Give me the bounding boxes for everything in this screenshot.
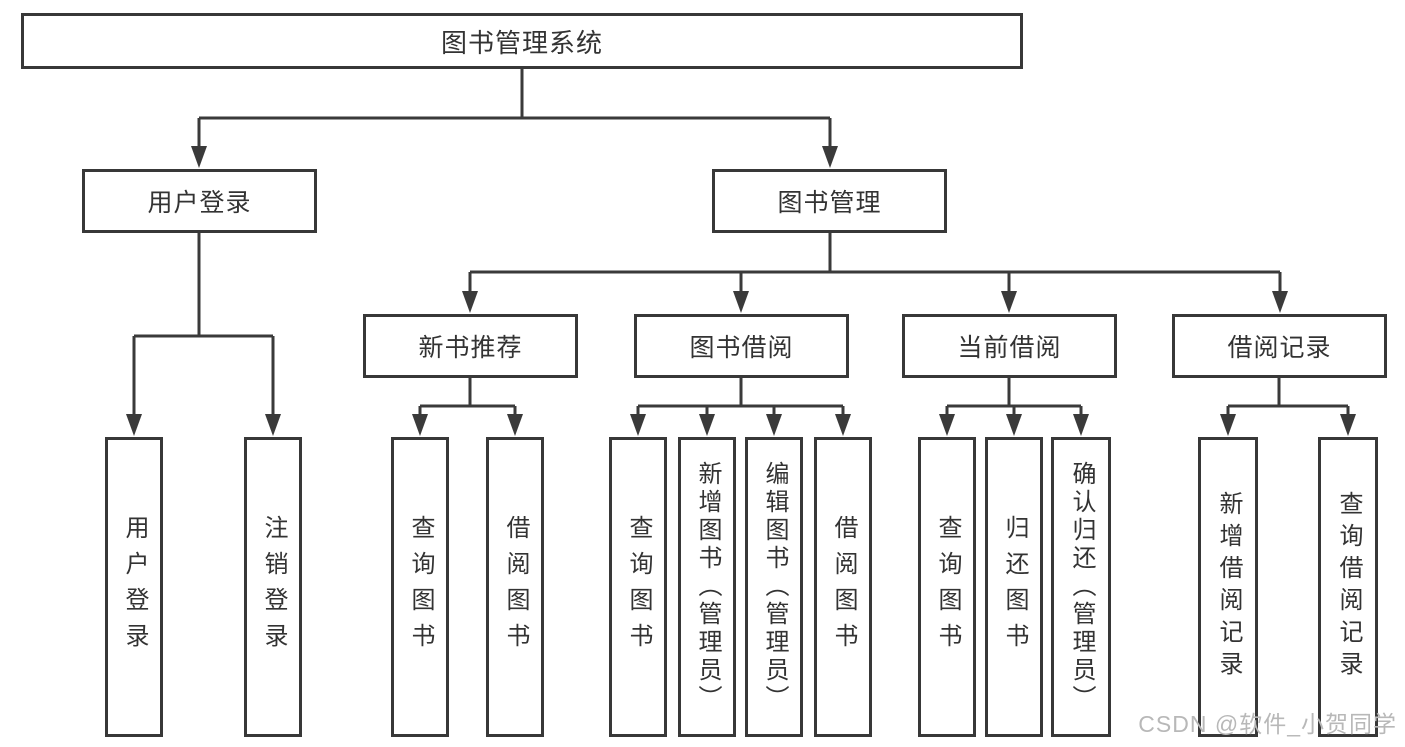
leaf-borrow-book-1: 借阅图书 bbox=[486, 437, 544, 737]
leaf-logout: 注销登录 bbox=[244, 437, 302, 737]
node-label: 查询图书 bbox=[934, 515, 961, 659]
node-label: 借阅图书 bbox=[502, 515, 529, 659]
leaf-query-book-1: 查询图书 bbox=[391, 437, 449, 737]
node-label: 新增借阅记录 bbox=[1215, 491, 1242, 683]
leaf-query-borrow-record: 查询借阅记录 bbox=[1318, 437, 1378, 737]
leaf-add-borrow-record: 新增借阅记录 bbox=[1198, 437, 1258, 737]
node-user-login: 用户登录 bbox=[82, 169, 317, 233]
node-current-borrow: 当前借阅 bbox=[902, 314, 1117, 378]
node-label: 借阅图书 bbox=[830, 515, 857, 659]
node-book-mgmt: 图书管理 bbox=[712, 169, 947, 233]
node-label: 归还图书 bbox=[1001, 515, 1028, 659]
node-book-borrow: 图书借阅 bbox=[634, 314, 849, 378]
node-label: 查询图书 bbox=[407, 515, 434, 659]
node-label: 注销登录 bbox=[260, 515, 287, 659]
leaf-user-login: 用户登录 bbox=[105, 437, 163, 737]
leaf-query-book-3: 查询图书 bbox=[918, 437, 976, 737]
node-borrow-record: 借阅记录 bbox=[1172, 314, 1387, 378]
node-new-book-rec: 新书推荐 bbox=[363, 314, 578, 378]
leaf-confirm-return-admin: 确认归还（管理员） bbox=[1051, 437, 1111, 737]
leaf-edit-book-admin: 编辑图书（管理员） bbox=[745, 437, 803, 737]
node-label: 新增图书（管理员） bbox=[694, 461, 721, 713]
leaf-return-book: 归还图书 bbox=[985, 437, 1043, 737]
node-label: 查询借阅记录 bbox=[1335, 491, 1362, 683]
leaf-add-book-admin: 新增图书（管理员） bbox=[678, 437, 736, 737]
node-label: 确认归还（管理员） bbox=[1068, 461, 1095, 713]
node-label: 编辑图书（管理员） bbox=[761, 461, 788, 713]
node-root: 图书管理系统 bbox=[21, 13, 1023, 69]
leaf-borrow-book-2: 借阅图书 bbox=[814, 437, 872, 737]
node-label: 用户登录 bbox=[121, 515, 148, 659]
leaf-query-book-2: 查询图书 bbox=[609, 437, 667, 737]
csdn-watermark: CSDN @软件_小贺同学 bbox=[1138, 711, 1397, 737]
node-label: 查询图书 bbox=[625, 515, 652, 659]
